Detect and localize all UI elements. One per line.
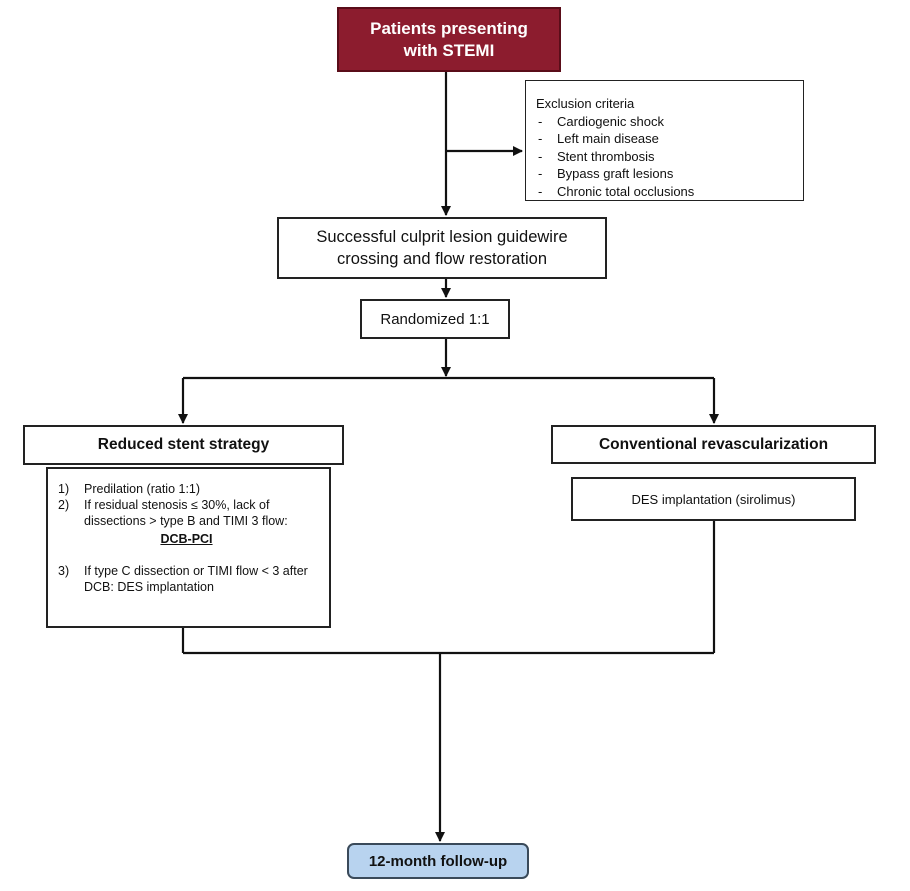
step-2-text: If residual stenosis ≤ 30%, lack of diss…	[84, 497, 319, 547]
step-1-number: 1)	[58, 482, 70, 496]
step-3-text: If type C dissection or TIMI flow < 3 af…	[84, 564, 308, 594]
exclusion-item: Stent thrombosis	[536, 148, 803, 166]
exclusion-item: Bypass graft lesions	[536, 165, 803, 183]
conventional-label: Conventional revascularization	[598, 435, 829, 453]
step-3-number: 3)	[58, 564, 70, 578]
step-1: 1) Predilation (ratio 1:1)	[58, 481, 319, 497]
exclusion-title: Exclusion criteria	[536, 96, 635, 111]
conventional-box: Conventional revascularization	[551, 425, 876, 464]
success-line2: crossing and flow restoration	[336, 250, 548, 268]
stemi-line1: Patients presenting	[370, 18, 528, 38]
reduced-steps-box: 1) Predilation (ratio 1:1) 2) If residua…	[46, 467, 331, 628]
dcb-pci-label: DCB-PCI	[160, 532, 213, 546]
step-1-text: Predilation (ratio 1:1)	[84, 482, 201, 496]
stemi-box: Patients presenting with STEMI	[337, 7, 561, 72]
des-implantation-label: DES implantation (sirolimus)	[631, 491, 796, 507]
exclusion-list: Cardiogenic shock Left main disease Sten…	[536, 113, 803, 201]
reduced-strategy-box: Reduced stent strategy	[23, 425, 344, 465]
exclusion-item: Cardiogenic shock	[536, 113, 803, 131]
step-2-number: 2)	[58, 498, 70, 512]
des-implantation-box: DES implantation (sirolimus)	[571, 477, 856, 521]
exclusion-item: Chronic total occlusions	[536, 183, 803, 201]
success-box: Successful culprit lesion guidewire cros…	[277, 217, 607, 279]
followup-label: 12-month follow-up	[368, 852, 508, 870]
step-3: 3) If type C dissection or TIMI flow < 3…	[58, 563, 319, 595]
randomized-box: Randomized 1:1	[360, 299, 510, 339]
reduced-strategy-label: Reduced stent strategy	[97, 436, 270, 453]
success-line1: Successful culprit lesion guidewire	[316, 228, 568, 246]
exclusion-item: Left main disease	[536, 130, 803, 148]
randomized-label: Randomized 1:1	[380, 310, 490, 328]
exclusion-box: Exclusion criteria Cardiogenic shock Lef…	[525, 80, 804, 201]
followup-box: 12-month follow-up	[347, 843, 529, 879]
stemi-line2: with STEMI	[403, 40, 495, 60]
step-2-condition: If residual stenosis ≤ 30%, lack of diss…	[84, 498, 288, 528]
step-2: 2) If residual stenosis ≤ 30%, lack of d…	[58, 497, 319, 547]
